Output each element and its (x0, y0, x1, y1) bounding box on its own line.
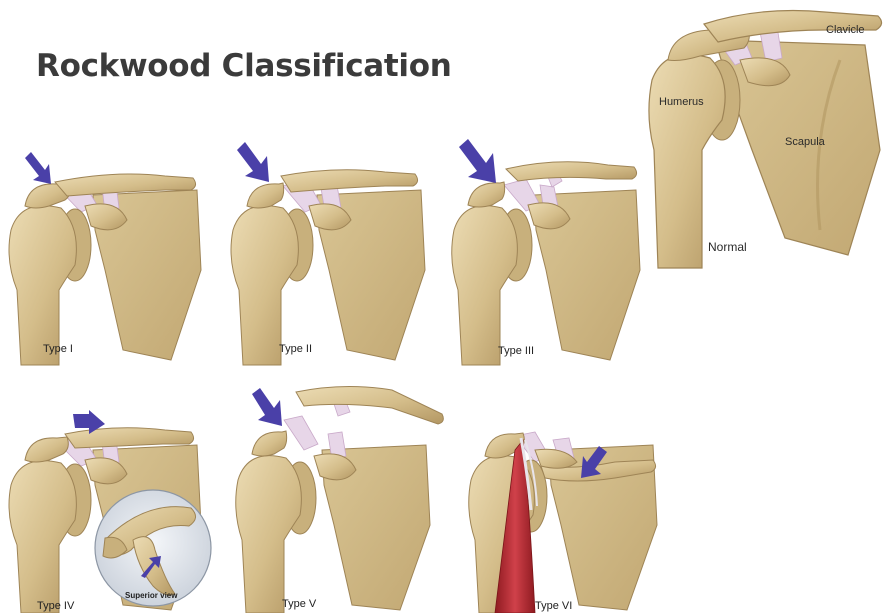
clavicle-label: Clavicle (826, 24, 865, 36)
type-ii-illustration: Type II (225, 140, 440, 365)
superior-view-label: Superior view (125, 591, 177, 600)
down-right-arrow-icon (448, 135, 648, 365)
type-iv-label: Type IV (37, 600, 74, 612)
type-iii-illustration: Type III (448, 135, 648, 365)
type-i-label: Type I (43, 343, 73, 355)
type-v-illustration: Type V (232, 380, 447, 613)
scapula-label: Scapula (785, 136, 825, 148)
normal-shoulder-illustration: Clavicle Humerus Scapula Normal (640, 0, 885, 270)
normal-label: Normal (708, 240, 747, 254)
down-right-arrow-icon (232, 380, 447, 613)
type-ii-label: Type II (279, 343, 312, 355)
type-vi-illustration: Type VI (465, 410, 665, 613)
down-right-arrow-icon (225, 140, 440, 365)
type-iv-illustration: Superior view Type IV (5, 410, 220, 613)
type-i-illustration: Type I (5, 150, 215, 365)
down-right-arrow-icon (5, 150, 215, 365)
type-vi-label: Type VI (535, 600, 572, 612)
down-left-arrow-icon (465, 410, 665, 613)
type-v-label: Type V (282, 598, 316, 610)
humerus-label: Humerus (659, 96, 704, 108)
up-right-arrow-icon (5, 410, 220, 613)
page-title: Rockwood Classification (36, 48, 452, 84)
type-iii-label: Type III (498, 345, 534, 357)
